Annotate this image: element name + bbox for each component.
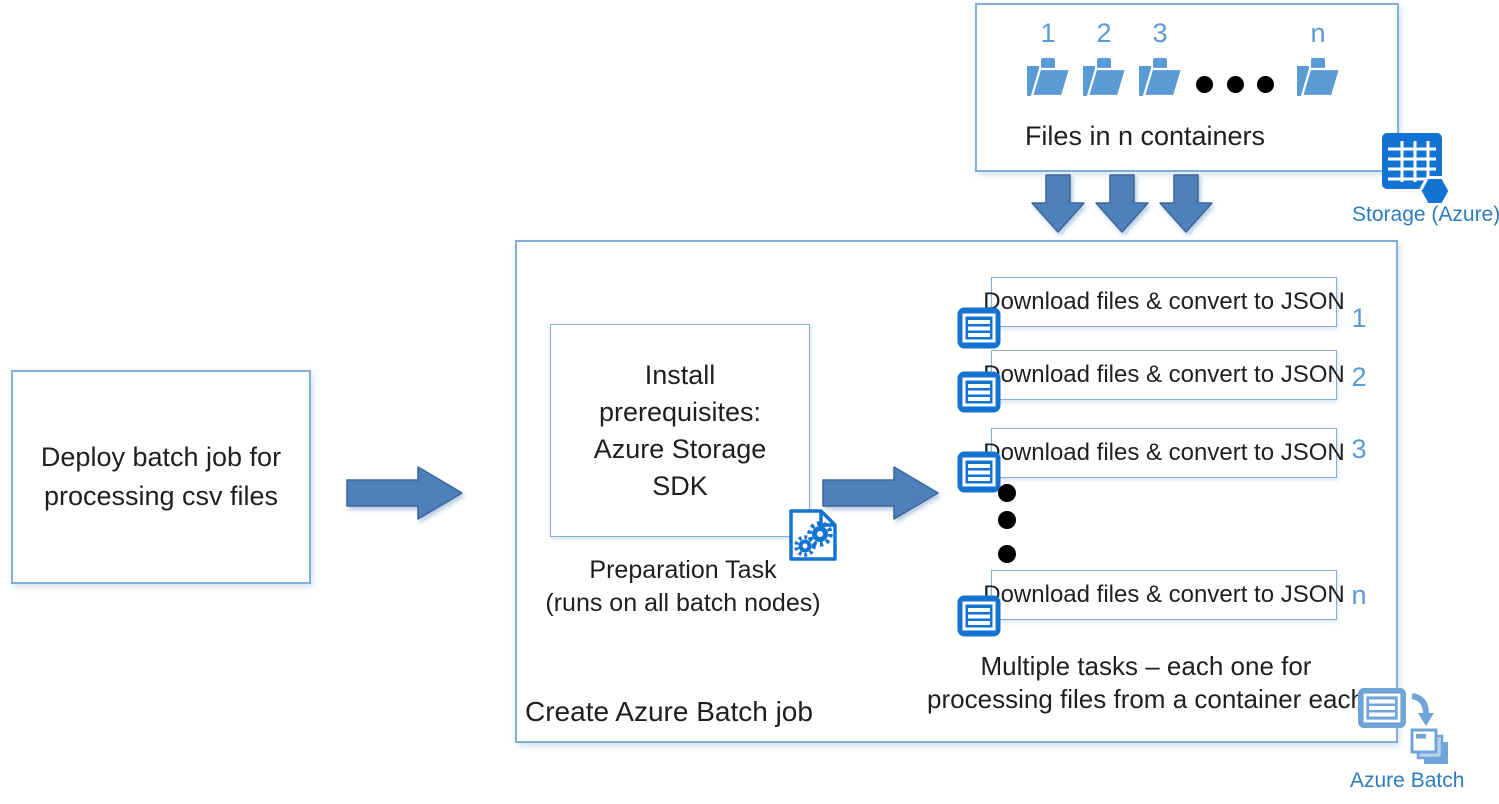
deploy-box: Deploy batch job for processing csv file…	[11, 370, 311, 584]
container-number: 2	[1096, 18, 1112, 48]
task-box: Download files & convert to JSON	[983, 350, 1345, 400]
task-label: Download files & convert to JSON	[983, 581, 1345, 608]
flow-arrow-icon	[346, 464, 464, 522]
azure-batch-icon	[1356, 686, 1456, 772]
task-index: 2	[1351, 362, 1367, 392]
task-index: 3	[1351, 434, 1367, 464]
task-label: Download files & convert to JSON	[983, 288, 1345, 315]
folder-icon	[1295, 58, 1342, 98]
gears-document-icon	[786, 506, 840, 564]
storage-azure-label: Storage (Azure)	[1352, 203, 1499, 226]
prereq-box-text: Install prerequisites: Azure Storage SDK	[593, 359, 767, 501]
down-arrow-icon	[1031, 174, 1085, 234]
down-arrow-icon	[1159, 174, 1213, 234]
task-index: n	[1351, 580, 1367, 610]
task-label: Download files & convert to JSON	[983, 439, 1345, 466]
task-list-icon	[957, 307, 1001, 349]
folder-icon	[1137, 58, 1184, 98]
preparation-task-caption-line1: Preparation Task	[589, 556, 777, 584]
task-box: Download files & convert to JSON	[983, 570, 1345, 620]
tasks-caption: Multiple tasks – each one for processing…	[926, 650, 1366, 716]
task-box: Download files & convert to JSON	[983, 428, 1345, 478]
task-list-icon	[957, 595, 1001, 637]
task-index: 1	[1351, 303, 1367, 333]
preparation-task-caption: Preparation Task (runs on all batch node…	[523, 554, 843, 620]
flow-arrow-icon	[821, 464, 941, 522]
tasks-caption-line1: Multiple tasks – each one for	[980, 651, 1312, 681]
container-number: 1	[1040, 18, 1056, 48]
azure-batch-label: Azure Batch	[1350, 769, 1465, 792]
containers-caption: Files in n containers	[1024, 121, 1266, 151]
task-list-icon	[957, 451, 1001, 493]
task-label: Download files & convert to JSON	[983, 361, 1345, 388]
preparation-task-caption-line2: (runs on all batch nodes)	[545, 589, 821, 617]
prereq-box: Install prerequisites: Azure Storage SDK	[550, 324, 810, 537]
container-number: 3	[1152, 18, 1168, 48]
storage-azure-icon	[1381, 132, 1453, 210]
deploy-box-text: Deploy batch job for processing csv file…	[40, 442, 282, 511]
tasks-caption-line2: processing files from a container each	[927, 684, 1365, 714]
task-list-icon	[957, 371, 1001, 413]
container-number: n	[1310, 18, 1326, 48]
task-box: Download files & convert to JSON	[983, 277, 1345, 327]
batch-job-label: Create Azure Batch job	[525, 696, 813, 727]
down-arrow-icon	[1095, 174, 1149, 234]
folder-icon	[1025, 58, 1072, 98]
folder-icon	[1081, 58, 1128, 98]
